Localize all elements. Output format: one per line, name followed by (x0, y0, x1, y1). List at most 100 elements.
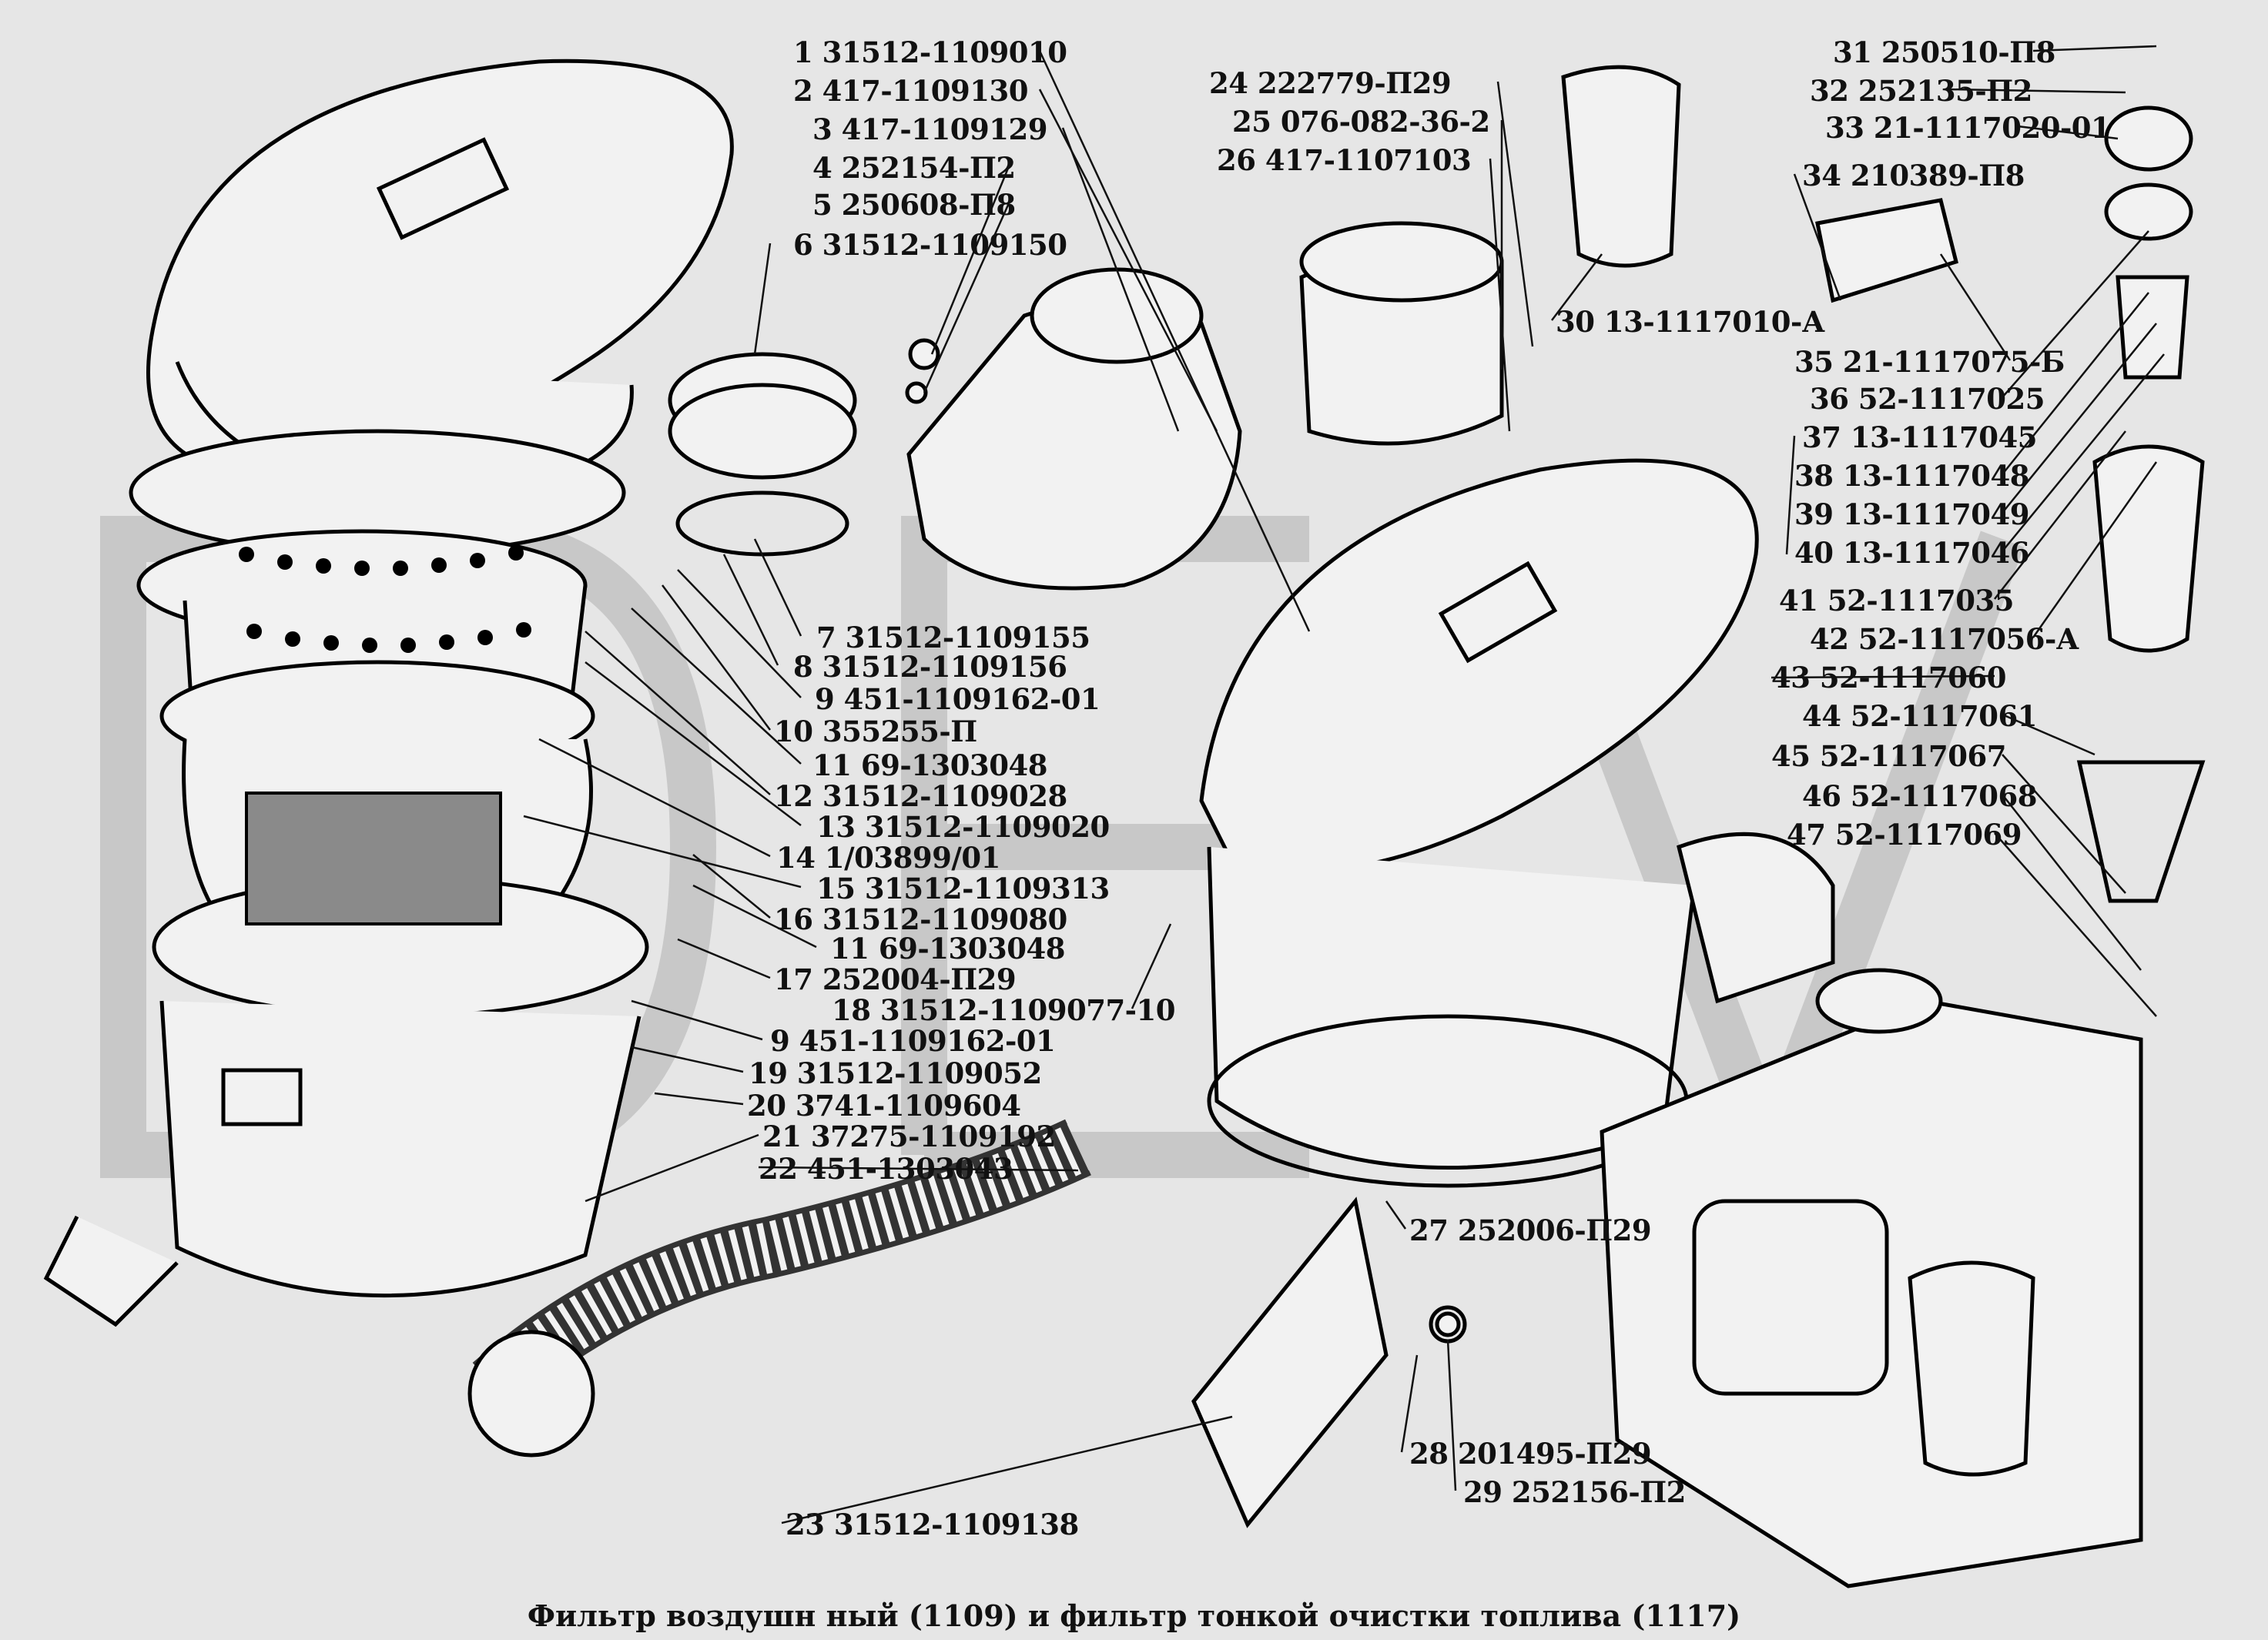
callout-label: 7 31512-1109155 (816, 624, 1090, 652)
leader-line (1793, 173, 1842, 301)
leader-line (2032, 461, 2158, 638)
part-number: 31512-1109313 (864, 872, 1110, 905)
callout-spacer (813, 902, 822, 936)
callout-label: 4 252154-П2 (812, 154, 1016, 182)
callout-spacer (856, 810, 865, 844)
callout-number: 23 (786, 1508, 825, 1541)
callout-number: 21 (762, 1120, 802, 1153)
callout-spacer (1841, 699, 1851, 733)
callout-number: 22 (759, 1152, 798, 1186)
part-number: 210389-П8 (1850, 159, 2025, 192)
callout-label: 30 13-1117010-А (1556, 305, 1825, 339)
callout-number: 37 (1802, 420, 1841, 454)
callout-spacer (871, 993, 880, 1027)
callout-number: 9 (815, 682, 835, 716)
callout-spacer (1872, 35, 1881, 69)
callout-label: 25 076-082-36-2 (1232, 108, 1490, 136)
part-number: 252135-П2 (1858, 74, 2033, 108)
leader-line (1948, 88, 2126, 94)
leader-line (1496, 81, 1534, 347)
part-number: 417-1109129 (841, 112, 1048, 146)
callout-label: 8 31512-1109156 (793, 653, 1067, 681)
leader-line (2002, 230, 2149, 398)
callout-number: 10 (774, 715, 813, 748)
callout-spacer (1834, 536, 1843, 570)
part-number: 252154-П2 (841, 151, 1017, 185)
part-number: 31512-1109077-10 (879, 993, 1176, 1027)
callout-number: 7 (816, 621, 836, 654)
callout-number: 20 (747, 1089, 786, 1123)
part-number: 31512-1109150 (822, 228, 1067, 262)
callout-spacer (832, 151, 841, 185)
callout-label: 17 252004-П29 (774, 966, 1017, 994)
right-air-filter-drawing (1199, 458, 1835, 1188)
callout-label: 12 31512-1109028 (774, 782, 1067, 811)
callout-spacer (813, 715, 822, 748)
callout-label: 18 31512-1109077-10 (832, 993, 1176, 1027)
leader-line (781, 1415, 1233, 1525)
callout-label: 43 52-1117060 (1771, 664, 2006, 692)
callout-label: 35 21-1117075-Б (1794, 348, 2065, 377)
callout-spacer (812, 35, 822, 69)
part-number: 076-082-36-2 (1280, 105, 1490, 139)
leader-line (631, 607, 802, 765)
callout-spacer (802, 1120, 811, 1153)
callout-spacer (832, 188, 841, 222)
callout-number: 13 (816, 810, 856, 844)
leader-line (661, 584, 772, 731)
callout-label: 26 417-1107103 (1217, 143, 1472, 177)
leader-line (1038, 50, 1311, 632)
callout-spacer (1849, 622, 1858, 656)
leader-line (722, 554, 779, 666)
callout-number: 8 (793, 650, 813, 684)
callout-number: 11 (812, 748, 852, 782)
callout-label: 24 222779-П29 (1209, 69, 1452, 98)
callout-spacer (812, 74, 822, 108)
callout-label: 38 13-1117048 (1794, 462, 2029, 490)
leader-line (585, 1133, 759, 1203)
leader-line (2002, 292, 2149, 475)
callout-label: 34 210389-П8 (1802, 162, 2025, 190)
callout-spacer (798, 1152, 807, 1186)
part-number: 252156-П2 (1511, 1475, 1687, 1509)
bracket-drawing (1191, 1197, 1467, 1528)
callout-spacer (813, 779, 822, 813)
part-number: 31512-1109052 (796, 1056, 1042, 1090)
callout-label: 45 52-1117067 (1771, 742, 2006, 771)
part-number: 31512-1109028 (822, 779, 1067, 813)
leader-line (1446, 1339, 1457, 1491)
callout-spacer (1449, 1213, 1458, 1247)
callout-spacer (852, 748, 861, 782)
callout-number: 4 (812, 151, 832, 185)
callout-number: 35 (1794, 345, 1834, 379)
callout-spacer (1271, 105, 1281, 139)
callout-label: 32 252135-П2 (1810, 77, 2032, 105)
callout-number: 28 (1409, 1437, 1449, 1471)
leader-line (1994, 832, 2157, 1017)
callout-number: 30 (1556, 305, 1595, 339)
callout-label: 11 69-1303048 (812, 751, 1047, 780)
callout-label: 23 31512-1109138 (786, 1511, 1079, 1539)
part-number: 31512-1109155 (845, 621, 1090, 654)
callout-label: 39 13-1117049 (1794, 500, 2029, 529)
callout-spacer (789, 1024, 799, 1058)
callout-label: 19 31512-1109052 (749, 1059, 1042, 1088)
part-number: 1/03899/01 (824, 841, 1000, 875)
callout-label: 3 417-1109129 (812, 115, 1047, 144)
leader-line (631, 999, 763, 1041)
part-number: 69-1303048 (860, 748, 1048, 782)
leader-line (1771, 674, 1995, 679)
callout-spacer (812, 228, 822, 262)
callout-number: 41 (1779, 584, 1818, 618)
callout-spacer (786, 1089, 796, 1123)
part-number: 52-1117069 (1834, 818, 2022, 852)
callout-number: 19 (749, 1056, 788, 1090)
callout-spacer (1849, 382, 1858, 416)
callout-number: 9 (770, 1024, 790, 1058)
leader-line (585, 661, 802, 826)
callout-number: 26 (1217, 143, 1256, 177)
callout-label: 44 52-1117061 (1802, 702, 2037, 731)
leader-line (2002, 794, 2142, 971)
part-number: 37275-1109192 (810, 1120, 1056, 1153)
